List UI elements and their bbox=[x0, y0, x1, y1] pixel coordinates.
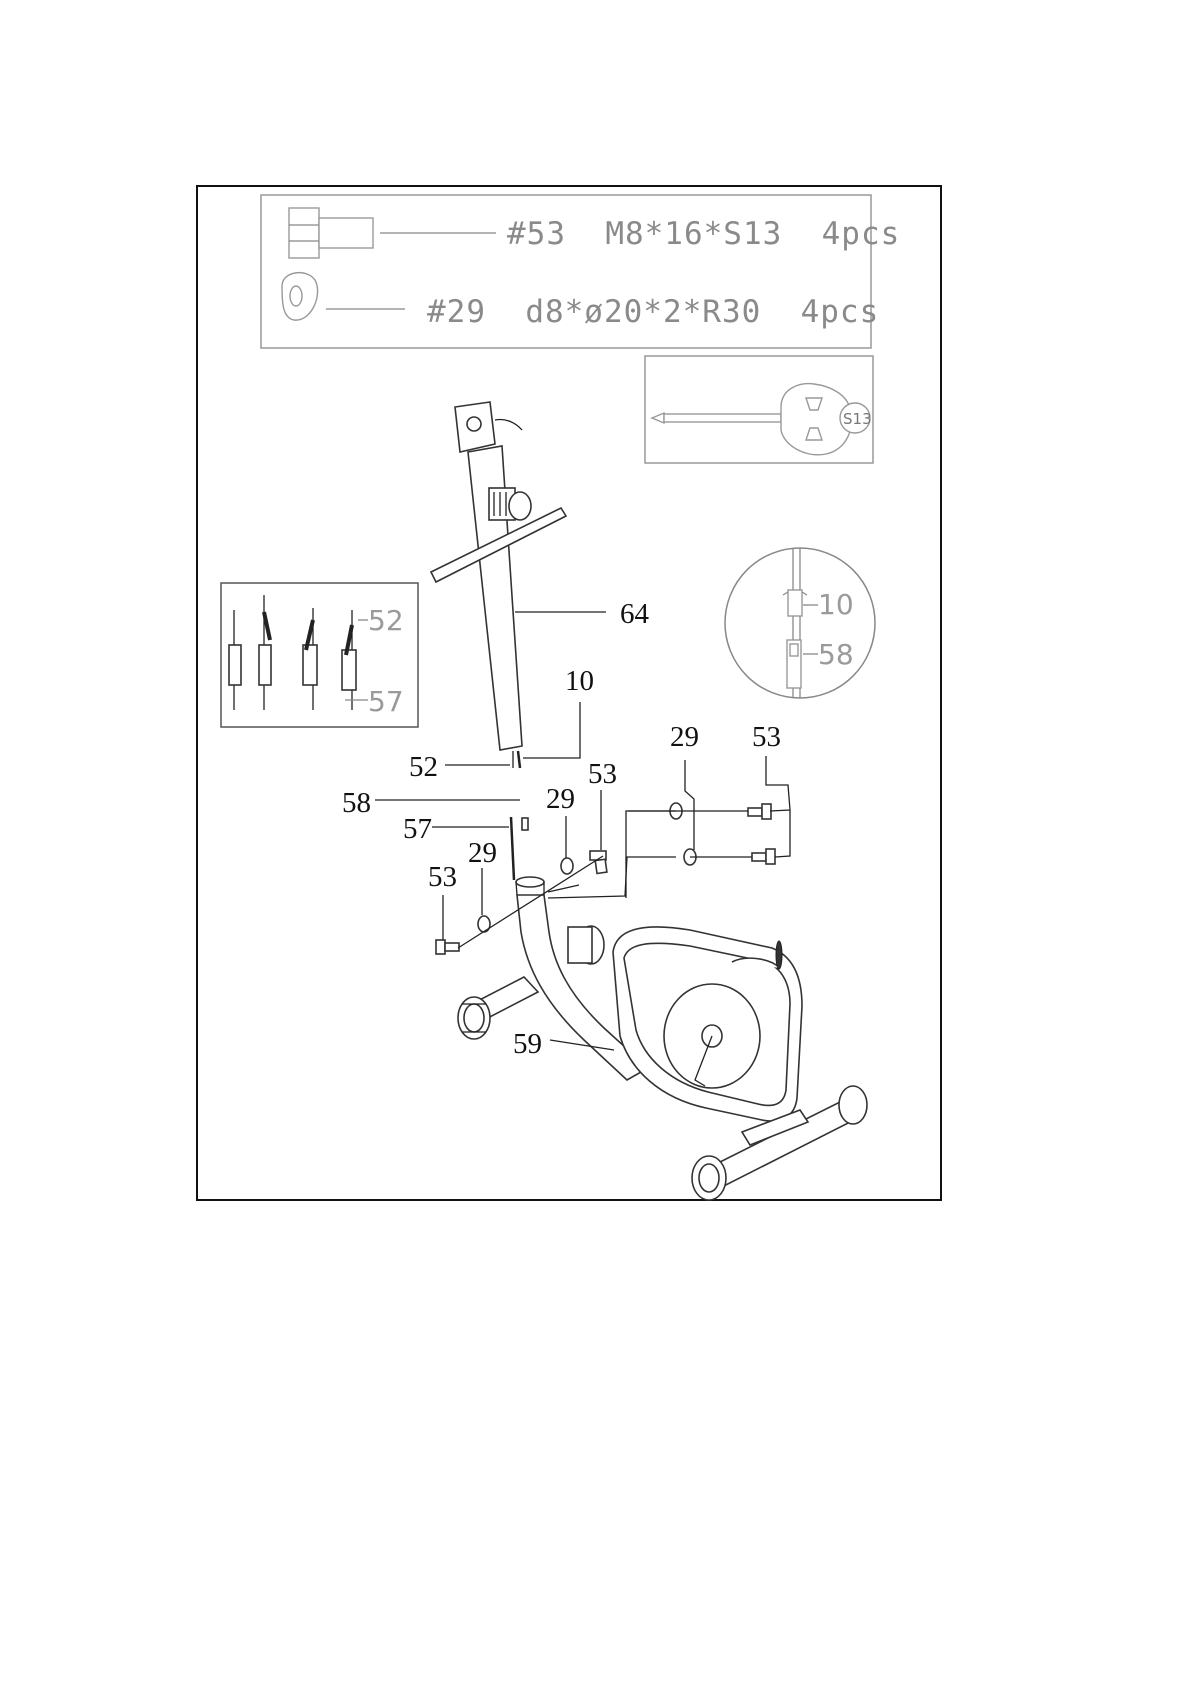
detail-label-10: 10 bbox=[818, 588, 854, 621]
hardware-parts bbox=[436, 803, 775, 954]
socket-icon bbox=[787, 640, 801, 688]
callout-53-right: 53 bbox=[752, 721, 781, 753]
detail-label-52: 52 bbox=[368, 604, 404, 637]
bolt-icon bbox=[289, 208, 373, 258]
washer-icon bbox=[282, 273, 318, 320]
wire-connector-icon bbox=[229, 595, 356, 710]
plug-icon bbox=[783, 590, 807, 616]
connector-detail-circle: 10 58 bbox=[725, 548, 875, 698]
callout-29-left: 29 bbox=[468, 837, 497, 869]
callout-64: 64 bbox=[620, 598, 650, 630]
callout-52: 52 bbox=[409, 751, 438, 783]
hardware-box: #53 M8*16*S13 4pcs #29 d8*ø20*2*R30 4pcs bbox=[261, 195, 900, 348]
washer-mid-part bbox=[561, 858, 573, 874]
handlebar-post-64 bbox=[431, 402, 566, 768]
wire-57-part bbox=[511, 817, 514, 880]
wire-detail-box: 52 57 bbox=[221, 583, 418, 727]
washer-spec-text: #29 d8*ø20*2*R30 4pcs bbox=[427, 294, 879, 330]
callout-57: 57 bbox=[403, 813, 432, 845]
bolt-right-upper-part bbox=[748, 804, 771, 819]
callout-10: 10 bbox=[565, 665, 594, 697]
screwdriver-wrench-icon bbox=[652, 384, 870, 455]
tool-box: S13 bbox=[645, 356, 873, 463]
callout-53-left: 53 bbox=[428, 861, 457, 893]
callout-29-right: 29 bbox=[670, 721, 699, 753]
tension-knob-icon bbox=[489, 488, 531, 520]
detail-label-57: 57 bbox=[368, 685, 404, 718]
callout-59: 59 bbox=[513, 1028, 542, 1060]
detail-label-58: 58 bbox=[818, 638, 854, 671]
callout-58: 58 bbox=[342, 787, 371, 819]
callout-53-mid: 53 bbox=[588, 758, 617, 790]
callout-29-mid: 29 bbox=[546, 783, 575, 815]
wrench-size-label: S13 bbox=[843, 410, 872, 428]
bolt-spec-text: #53 M8*16*S13 4pcs bbox=[507, 216, 900, 252]
bolt-right-lower-part bbox=[752, 849, 775, 864]
connector-58-part bbox=[522, 818, 528, 830]
bolt-left-part bbox=[436, 940, 459, 954]
